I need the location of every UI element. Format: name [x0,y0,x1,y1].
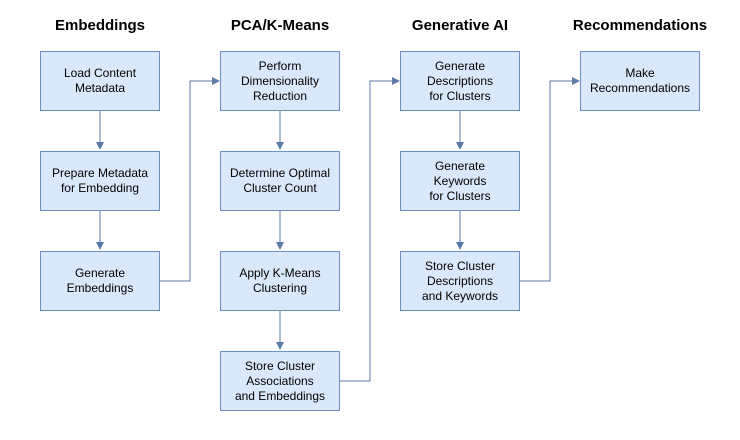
step-make-recommendations: Make Recommendations [580,51,700,111]
step-generate-embeddings: Generate Embeddings [40,251,160,311]
step-store-cluster-associations: Store Cluster Associations and Embedding… [220,351,340,411]
step-dimensionality-reduction: Perform Dimensionality Reduction [220,51,340,111]
step-prepare-metadata: Prepare Metadata for Embedding [40,151,160,211]
step-generate-descriptions: Generate Descriptions for Clusters [400,51,520,111]
column-title-generative-ai: Generative AI [411,17,509,34]
step-load-content-metadata: Load Content Metadata [40,51,160,111]
step-apply-kmeans: Apply K-Means Clustering [220,251,340,311]
column-title-pca-kmeans: PCA/K-Means [230,17,330,34]
connector-genai-to-recommendations [520,77,580,282]
connector-store-to-genai [340,77,400,382]
column-title-recommendations: Recommendations [572,17,708,34]
connector-embeddings-to-pca [160,77,220,282]
step-generate-keywords: Generate Keywords for Clusters [400,151,520,211]
column-title-embeddings: Embeddings [54,17,145,34]
step-store-descriptions-keywords: Store Cluster Descriptions and Keywords [400,251,520,311]
step-optimal-cluster-count: Determine Optimal Cluster Count [220,151,340,211]
